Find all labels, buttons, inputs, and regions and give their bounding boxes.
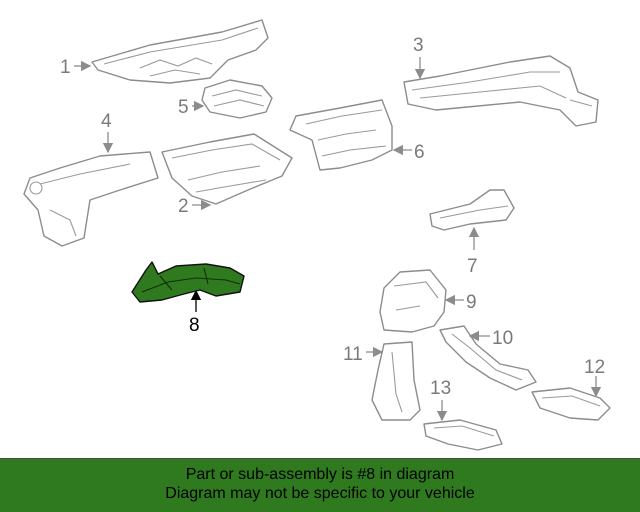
callout-6: 6: [414, 142, 425, 163]
callout-7: 7: [467, 256, 478, 277]
callout-12: 12: [584, 357, 605, 378]
part-12-duct: [531, 387, 611, 421]
callout-13: 13: [430, 378, 451, 399]
part-3-duct: [403, 55, 599, 127]
part-5-duct: [201, 79, 273, 119]
part-9-duct: [379, 269, 447, 333]
callout-3: 3: [413, 35, 424, 56]
callout-9: 9: [466, 292, 477, 313]
info-banner: Part or sub-assembly is #8 in diagram Di…: [0, 458, 640, 512]
part-11-duct: [371, 341, 421, 421]
part-1-duct: [91, 19, 269, 84]
part-7-duct: [429, 189, 515, 231]
part-6-vent: [289, 99, 393, 171]
callout-11: 11: [343, 344, 363, 365]
callout-10: 10: [492, 328, 513, 349]
parts-diagram: 1 5 3 6 4 2: [23, 19, 611, 451]
callout-8: 8: [189, 315, 200, 336]
part-4-duct: [23, 151, 159, 247]
callout-4: 4: [101, 111, 112, 132]
banner-line-1: Part or sub-assembly is #8 in diagram: [185, 466, 455, 483]
part-8-duct-highlighted: [131, 261, 245, 303]
callout-2: 2: [178, 196, 189, 217]
callout-5: 5: [178, 97, 189, 118]
callout-1: 1: [60, 57, 71, 78]
banner-line-2: Diagram may not be specific to your vehi…: [165, 485, 475, 502]
part-2-duct: [161, 133, 293, 205]
part-13-duct: [423, 419, 503, 451]
